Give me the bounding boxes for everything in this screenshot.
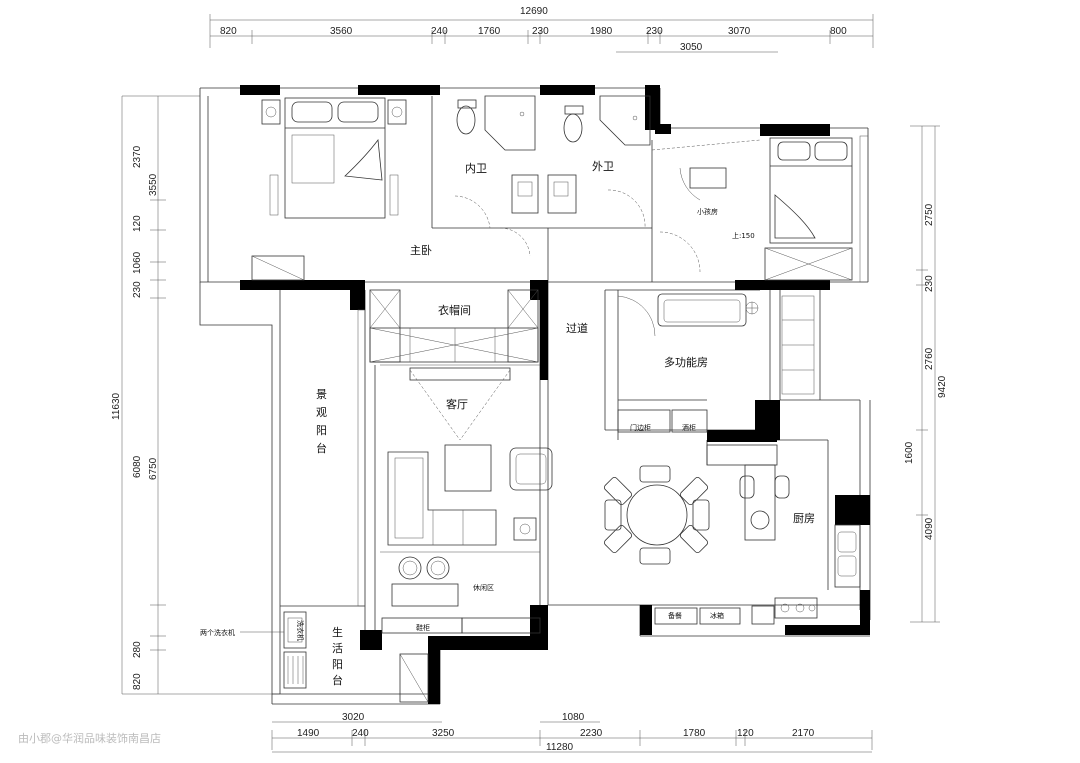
dim-top-1: 820: [220, 26, 237, 37]
label-outer-bath: 外卫: [592, 160, 614, 173]
label-wine-cabinet: 酒柜: [682, 423, 696, 432]
label-cloakroom: 衣帽间: [438, 303, 471, 317]
label-utility-1: 生: [332, 625, 343, 639]
label-balcony-4: 台: [316, 441, 327, 455]
outer-bath: 外卫: [547, 95, 651, 229]
dim-top-9: 800: [830, 26, 847, 37]
dim-left-7: 6750: [148, 457, 159, 480]
dim-left-3: 120: [132, 215, 143, 232]
dim-bottom-6: 120: [737, 728, 754, 739]
label-pantry: 备餐: [668, 611, 682, 620]
label-washer: 两个洗衣机: [200, 628, 235, 637]
left-dimensions: 11630 2370 3550 120 1060 230 6080 6750 2…: [111, 95, 280, 695]
utility-balcony: 洗衣机 两个洗衣机 生 活 阳 台: [200, 611, 429, 703]
label-multi-room: 多功能房: [664, 355, 708, 369]
structural-walls: [240, 85, 870, 704]
dim-left-5: 230: [132, 281, 143, 298]
dim-right-1: 2750: [924, 203, 935, 226]
dim-left-4: 1060: [132, 251, 143, 274]
dim-bottom-sub-b: 1080: [562, 712, 585, 723]
dim-left-9: 820: [132, 673, 143, 690]
label-corridor: 过道: [566, 321, 588, 335]
dim-bottom-sub-a: 3020: [342, 712, 365, 723]
dim-bottom-2: 240: [352, 728, 369, 739]
dim-right-4: 1600: [904, 441, 915, 464]
label-kids-room: 小孩房: [697, 207, 718, 216]
dim-right-5: 4090: [924, 517, 935, 540]
dim-bottom-1: 1490: [297, 728, 320, 739]
inner-bath: 内卫: [454, 95, 539, 257]
label-master-bedroom: 主卧: [410, 244, 432, 257]
landscape-balcony: 景 观 阳 台: [316, 309, 366, 607]
dim-right-3: 2760: [924, 347, 935, 370]
label-shoe-cabinet: 鞋柜: [416, 623, 430, 632]
dim-bottom-4: 2230: [580, 728, 603, 739]
top-dimensions: 12690 820 3560 240 1760 230 1980 230 307…: [209, 6, 874, 53]
kitchen: 厨房 备餐 冰箱: [654, 444, 861, 625]
dim-bottom-3: 3250: [432, 728, 455, 739]
kids-room: 小孩房 上:150: [651, 135, 869, 283]
label-living-room: 客厅: [446, 397, 468, 411]
dim-top-6: 1980: [590, 26, 613, 37]
label-fridge: 冰箱: [710, 611, 724, 620]
dim-top-sub: 3050: [680, 42, 703, 53]
label-leisure-area: 休闲区: [473, 583, 494, 592]
dim-top-5: 230: [532, 26, 549, 37]
label-utility-4: 台: [332, 673, 343, 687]
dim-left-total: 11630: [111, 392, 122, 420]
dim-left-6: 6080: [132, 455, 143, 478]
label-door-cabinet: 门边柜: [630, 423, 651, 432]
dim-left-1: 2370: [132, 145, 143, 168]
cloakroom: 衣帽间: [369, 289, 539, 363]
master-bedroom: 主卧: [251, 97, 432, 281]
dim-top-8: 3070: [728, 26, 751, 37]
label-utility-2: 活: [332, 642, 343, 655]
label-inner-bath: 内卫: [465, 161, 487, 175]
label-kitchen: 厨房: [793, 512, 815, 525]
dim-left-2: 3550: [148, 173, 159, 196]
watermark: 由小郡@华润品味装饰南昌店: [18, 732, 161, 745]
label-balcony-1: 景: [316, 388, 327, 401]
dining-area: [603, 465, 710, 565]
dim-top-2: 3560: [330, 26, 353, 37]
leisure-area: 休闲区 鞋柜: [381, 556, 541, 634]
label-washer-box: 洗衣机: [296, 620, 305, 641]
dim-right-2: 230: [924, 275, 935, 292]
label-utility-3: 阳: [332, 658, 343, 671]
multi-function-room: 多功能房 门边柜 酒柜: [617, 293, 815, 433]
dim-top-3: 240: [431, 26, 448, 37]
right-dimensions: 2750 230 2760 9420 1600 4090: [904, 125, 948, 623]
living-room: 客厅: [380, 364, 553, 553]
dim-bottom-total: 11280: [546, 742, 574, 753]
bottom-dimensions: 3020 1080 1490 240 3250 2230 1780 120 21…: [271, 712, 873, 753]
label-balcony-2: 观: [316, 406, 327, 419]
label-balcony-3: 阳: [316, 424, 327, 437]
label-step-up: 上:150: [732, 231, 755, 240]
dim-top-total: 12690: [520, 6, 548, 17]
dim-top-7: 230: [646, 26, 663, 37]
dim-left-8: 280: [132, 641, 143, 658]
dim-bottom-5: 1780: [683, 728, 706, 739]
dim-bottom-7: 2170: [792, 728, 815, 739]
dim-right-total: 9420: [937, 375, 948, 398]
dim-top-4: 1760: [478, 26, 501, 37]
